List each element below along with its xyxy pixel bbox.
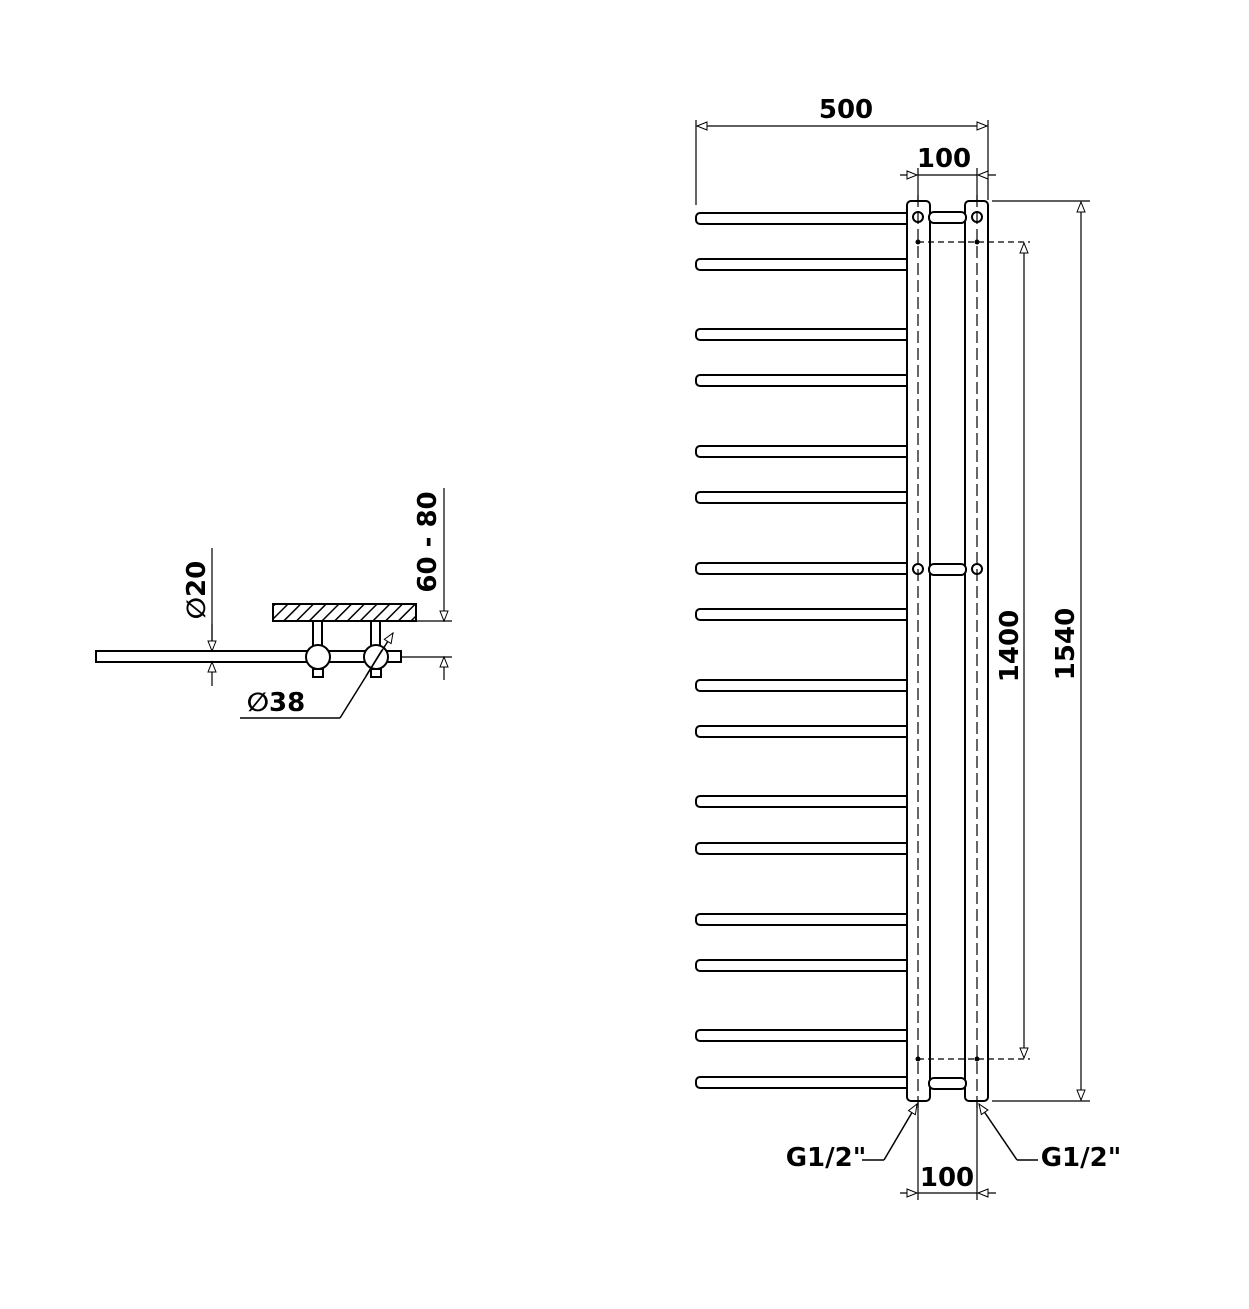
cross-connector-bottom [928, 1077, 967, 1090]
front-view: 500 100 1400 1540 [695, 95, 1122, 1200]
side-view: ∅20 ∅38 60 - 80 [95, 488, 452, 719]
dim-collector-spacing-top: 100 [900, 144, 996, 200]
horizontal-bar [695, 913, 913, 926]
dim-collector-diameter: ∅38 [240, 631, 394, 719]
horizontal-bar [695, 842, 913, 855]
dim-connection-spacing: 1400 [995, 241, 1029, 1060]
wall-distance-label: 60 - 80 [413, 491, 443, 592]
dim-overall-width: 500 [695, 95, 989, 205]
horizontal-bars [695, 212, 913, 1089]
side-pipe [95, 650, 402, 663]
dim-pipe-diameter: ∅20 [182, 548, 217, 686]
pipe-diameter-label: ∅20 [182, 561, 212, 619]
bracket-stem-right [370, 620, 381, 648]
valve-right [370, 668, 382, 678]
horizontal-bar [695, 679, 913, 692]
horizontal-bar [695, 795, 913, 808]
horizontal-bar [695, 725, 913, 738]
horizontal-bar [695, 1076, 913, 1089]
collector-right [363, 644, 389, 670]
collector-left [305, 644, 331, 670]
horizontal-bar [695, 445, 913, 458]
bracket-stem-left [312, 620, 323, 648]
horizontal-bar [695, 328, 913, 341]
wall-plate [272, 603, 417, 622]
dim-inlet-left: G1/2" [786, 1102, 918, 1173]
cross-connector-top [928, 211, 967, 224]
horizontal-bar [695, 1029, 913, 1042]
valve-left [312, 668, 324, 678]
horizontal-bar [695, 258, 913, 271]
inlet-left-label: G1/2" [786, 1143, 867, 1173]
collector-spacing-bottom-label: 100 [920, 1163, 974, 1193]
horizontal-bar [695, 374, 913, 387]
connection-spacing-label: 1400 [995, 610, 1025, 682]
horizontal-bar [695, 491, 913, 504]
inlet-right-label: G1/2" [1041, 1143, 1122, 1173]
dim-inlet-right: G1/2" [978, 1102, 1122, 1173]
cross-connector-middle [928, 563, 967, 576]
horizontal-bar [695, 959, 913, 972]
horizontal-bar [695, 608, 913, 621]
dim-wall-distance: 60 - 80 [401, 488, 452, 680]
horizontal-bar [695, 562, 913, 575]
overall-height-label: 1540 [1051, 608, 1081, 680]
collector-diameter-label: ∅38 [247, 688, 305, 718]
overall-width-label: 500 [819, 95, 873, 125]
collector-spacing-top-label: 100 [917, 144, 971, 174]
horizontal-bar [695, 212, 913, 225]
dim-collector-spacing-bottom: 100 [900, 1102, 996, 1200]
dim-overall-height: 1540 [992, 200, 1090, 1102]
